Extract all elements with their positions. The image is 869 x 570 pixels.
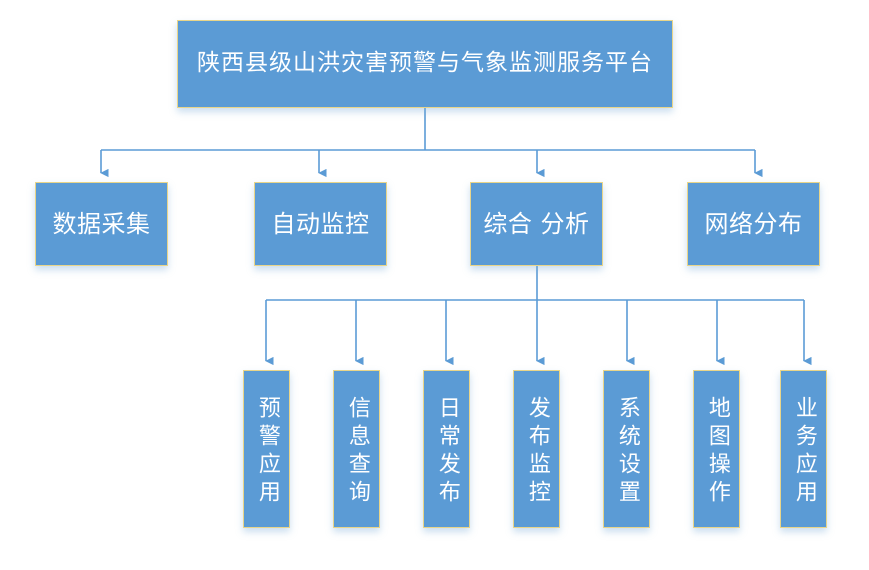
- node-business-application[interactable]: 业务应用: [780, 370, 827, 528]
- node-network-distribution[interactable]: 网络分布: [687, 182, 820, 266]
- node-system-settings[interactable]: 系统设置: [603, 370, 650, 528]
- node-map-operation[interactable]: 地图操作: [693, 370, 740, 528]
- connector-bus-to-level2: [100, 150, 763, 178]
- node-daily-release[interactable]: 日常发布: [423, 370, 470, 528]
- connector-analysis-to-bus: [266, 266, 804, 301]
- node-automatic-monitoring[interactable]: 自动监控: [254, 182, 387, 266]
- node-release-monitoring[interactable]: 发布监控: [513, 370, 560, 528]
- connector-bus-to-level3: [265, 300, 812, 366]
- connector-title-to-bus: [101, 108, 755, 151]
- node-information-query[interactable]: 信息查询: [333, 370, 380, 528]
- node-warning-application[interactable]: 预警应用: [243, 370, 290, 528]
- root-node-platform[interactable]: 陕西县级山洪灾害预警与气象监测服务平台: [177, 20, 673, 108]
- node-data-collection[interactable]: 数据采集: [35, 182, 168, 266]
- node-comprehensive-analysis[interactable]: 综合 分析: [470, 182, 603, 266]
